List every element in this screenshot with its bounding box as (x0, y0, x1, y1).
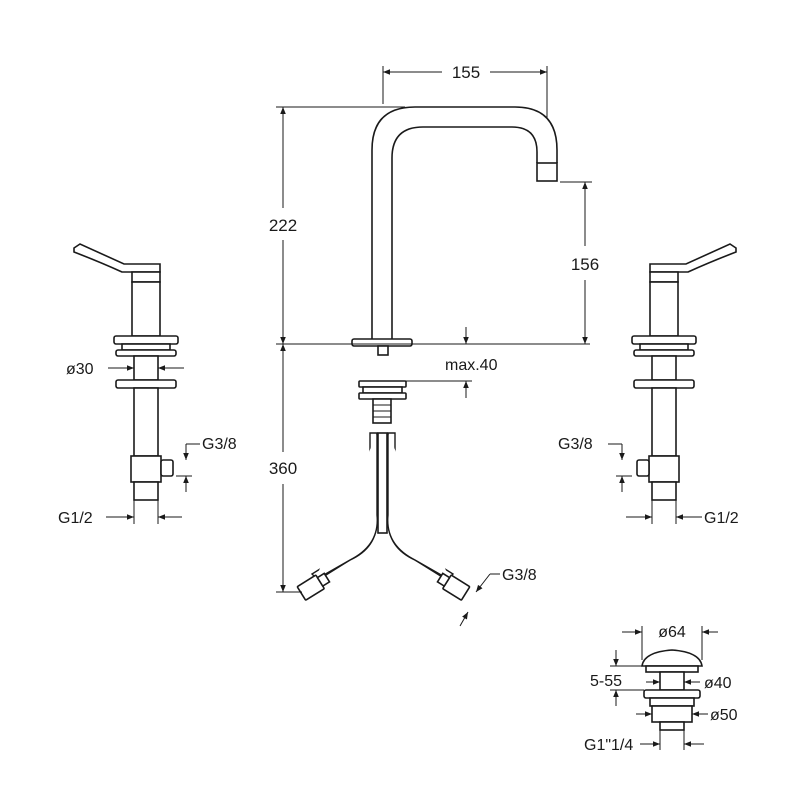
waste-thread-label: G1"1/4 (584, 737, 633, 754)
waste-drain (641, 649, 703, 731)
spout (351, 106, 558, 424)
flexible-hoses (296, 432, 471, 601)
max-deck-label: max.40 (445, 357, 498, 374)
handle-diameter-label: ø30 (66, 361, 94, 378)
right-valve (631, 243, 737, 501)
below-deck-label: 360 (269, 459, 297, 478)
dimension-labels: 155 222 156 max.40 360 ø30 G3/8 G1/2 G3/… (58, 63, 739, 754)
right-outlet-thread-label: G3/8 (558, 436, 593, 453)
waste-top-diameter-label: ø64 (658, 624, 686, 641)
left-outlet-thread-label: G3/8 (202, 436, 237, 453)
waste-range-label: 5-55 (590, 673, 622, 690)
waste-mid-diameter-label: ø40 (704, 675, 732, 692)
outlet-height-label: 156 (571, 255, 599, 274)
spout-reach-label: 155 (452, 63, 480, 82)
hose-thread-label: G3/8 (502, 567, 537, 584)
spout-height-label: 222 (269, 216, 297, 235)
left-valve (73, 243, 179, 501)
right-inlet-thread-label: G1/2 (704, 510, 739, 527)
waste-low-diameter-label: ø50 (710, 707, 738, 724)
dimension-lines (106, 66, 718, 750)
left-inlet-thread-label: G1/2 (58, 510, 93, 527)
